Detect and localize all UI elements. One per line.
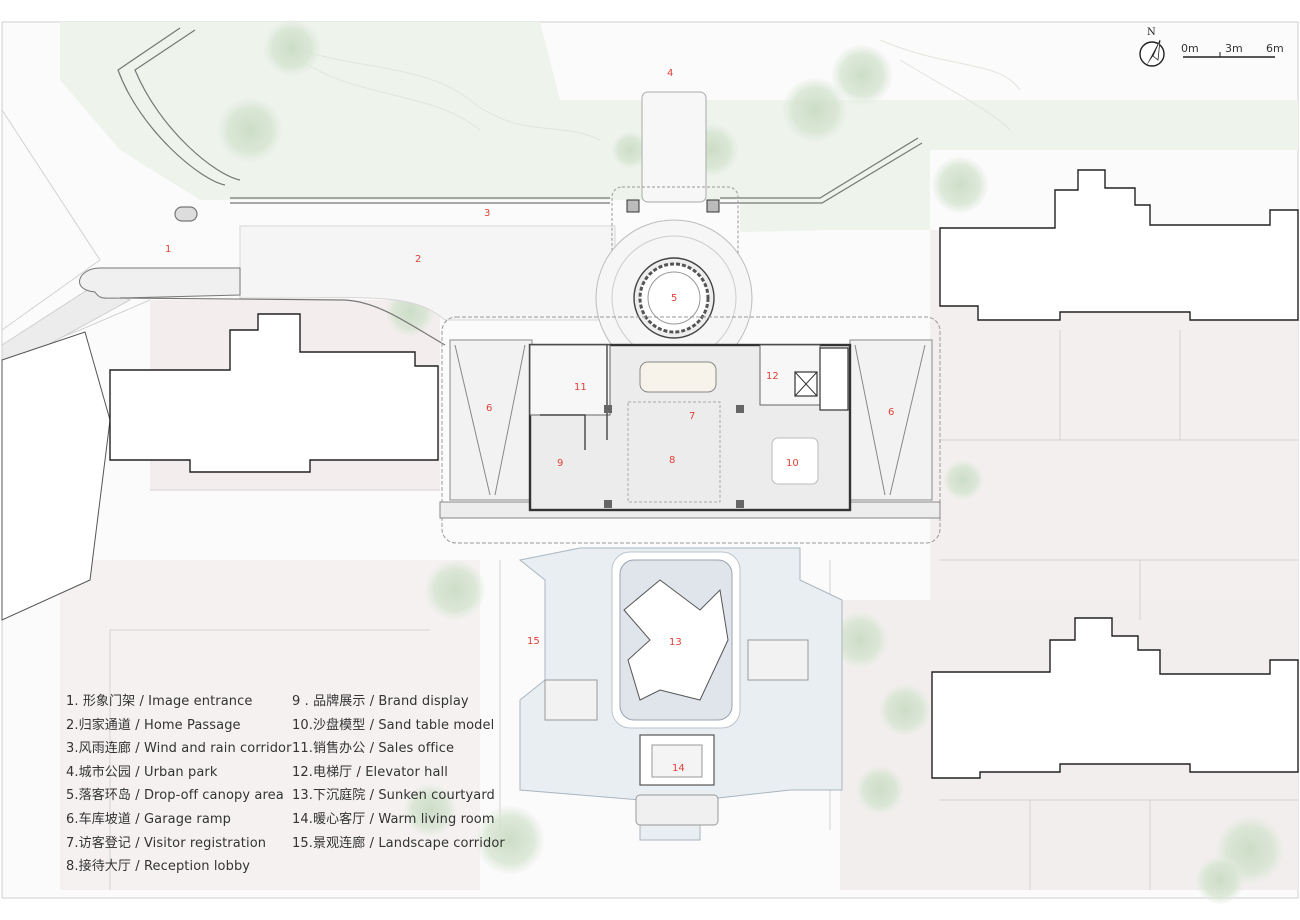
plan-numbers: 1 2 3 4 5 6 6 7 8 9 10 11 12 13 14 15	[165, 68, 894, 774]
plan-number-8: 8	[669, 455, 675, 466]
plan-number-6-east: 6	[888, 407, 894, 418]
plan-number-9: 9	[557, 458, 563, 469]
plan-number-7: 7	[689, 411, 695, 422]
legend-left: 1. 形象门架 / Image entrance 2.归家通道 / Home P…	[66, 690, 292, 879]
main-building	[528, 343, 852, 512]
legend-item: 9 . 品牌展示 / Brand display	[292, 694, 469, 709]
legend-item: 15.景观连廊 / Landscape corridor	[292, 835, 505, 851]
legend-item: 4.城市公园 / Urban park	[66, 764, 218, 780]
drop-off-island	[595, 219, 753, 377]
scale-label-3: 3m	[1225, 42, 1243, 55]
plan-number-11: 11	[574, 382, 587, 393]
legend-item: 1. 形象门架 / Image entrance	[66, 694, 253, 709]
passage-edge	[119, 297, 446, 346]
plan-number-3: 3	[484, 208, 490, 219]
courtyard-area	[518, 547, 843, 841]
scale-label-0: 0m	[1181, 42, 1199, 55]
home-passage	[239, 225, 616, 321]
park-access	[641, 91, 707, 203]
plan-number-4: 4	[667, 68, 673, 79]
plan-number-2: 2	[415, 254, 421, 265]
site-dashed-frame	[441, 316, 941, 544]
legend-item: 7.访客登记 / Visitor registration	[66, 835, 267, 851]
plan-number-1: 1	[165, 244, 171, 255]
column-nw	[626, 199, 640, 213]
legend-right: 9 . 品牌展示 / Brand display 10.沙盘模型 / Sand …	[292, 690, 505, 855]
plan-number-10: 10	[786, 458, 799, 469]
east-building-north	[939, 169, 1299, 321]
scale-bar: 0m 3m 6m	[1181, 42, 1284, 58]
north-arrow: N	[1139, 27, 1165, 67]
ground-south	[60, 560, 480, 890]
legend-item: 12.电梯厅 / Elevator hall	[292, 764, 448, 780]
west-building	[109, 313, 439, 473]
legend-item: 14.暖心客厅 / Warm living room	[292, 811, 495, 827]
east-building-south	[931, 617, 1299, 779]
legend-item: 10.沙盘模型 / Sand table model	[292, 717, 495, 733]
column-ne	[706, 199, 720, 213]
legend-item: 5.落客环岛 / Drop-off canopy area	[66, 788, 284, 804]
legend-item: 2.归家通道 / Home Passage	[66, 717, 241, 733]
north-label: N	[1147, 27, 1156, 38]
plan-number-12: 12	[766, 371, 779, 382]
legend-item: 3.风雨连廊 / Wind and rain corridor	[66, 741, 292, 757]
scale-label-6: 6m	[1266, 42, 1284, 55]
entrance-loop	[79, 267, 241, 299]
plan-number-14: 14	[672, 763, 685, 774]
wind-rain-corridor	[117, 27, 923, 222]
west-road-block	[1, 331, 111, 621]
legend-item: 8.接待大厅 / Reception lobby	[66, 859, 251, 875]
legend-item: 6.车库坡道 / Garage ramp	[66, 811, 232, 827]
park-contours	[279, 39, 1021, 141]
plan-number-13: 13	[669, 637, 682, 648]
legend-item: 13.下沉庭院 / Sunken courtyard	[292, 788, 495, 804]
plan-number-5: 5	[671, 293, 677, 304]
plan-number-6-west: 6	[486, 403, 492, 414]
legend-item: 11.销售办公 / Sales office	[292, 741, 455, 757]
plan-number-15: 15	[527, 636, 540, 647]
